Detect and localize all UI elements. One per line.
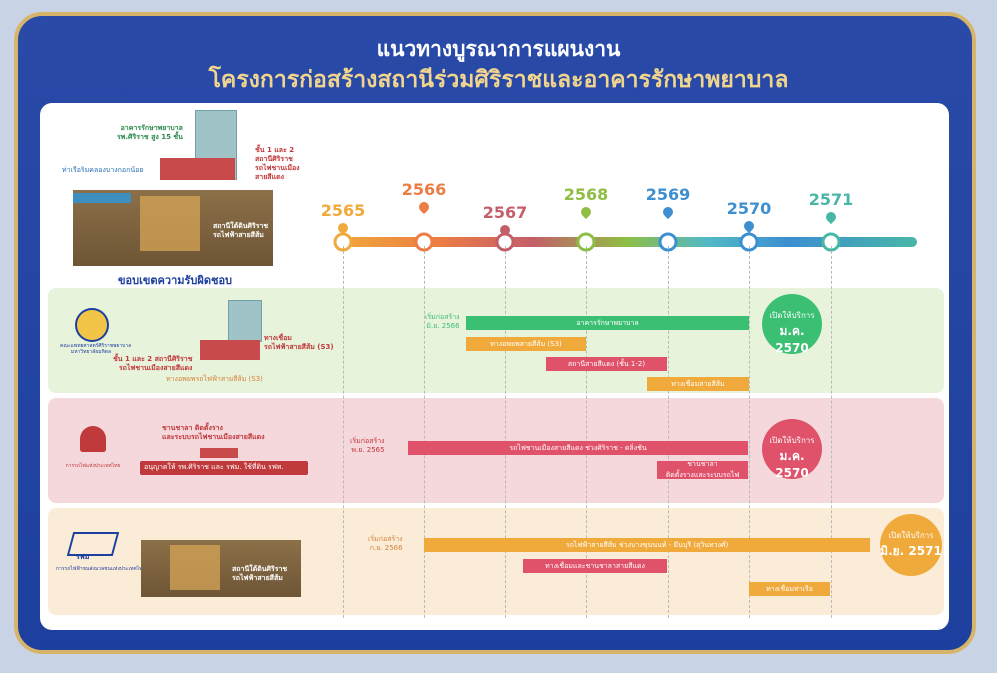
- mrta-org-name: การรถไฟฟ้าขนส่งมวลชนแห่งประเทศไทย: [56, 566, 146, 572]
- mrta-ground-section: [141, 540, 301, 597]
- siriraj-org-name: คณะแพทยศาสตร์ศิริราชพยาบาล มหาวิทยาลัยมห…: [60, 343, 132, 355]
- year-label-2569: 2569: [645, 185, 691, 204]
- page-title: แนวทางบูรณาการแผนงาน: [376, 37, 621, 61]
- open-label: เปิดให้บริการ: [769, 436, 815, 445]
- bar-label: สถานีสายสีแดง (ชั้น 1-2): [567, 359, 646, 368]
- bar-orange-evacuation: ทางอพยพสายสีส้ม (S3): [466, 337, 586, 351]
- mrta-open-badge: เปิดให้บริการ มิ.ย. 2571: [880, 514, 942, 576]
- srt-logo-icon: [80, 426, 106, 452]
- bar-label: ทางเชื่อมและชานชาลาสายสีแดง: [545, 561, 645, 570]
- year-gridline: [831, 246, 832, 618]
- srt-approval-label: อนุญาตให้ รพ.ศิริราช และ รฟม. ใช้ที่ดิน …: [144, 463, 284, 471]
- siriraj-station-icon: [200, 340, 260, 360]
- open-label: เปิดให้บริการ: [769, 311, 815, 320]
- year-gridline: [343, 246, 344, 618]
- page-subtitle: โครงการก่อสร้างสถานีร่วมศิริราชและอาคารร…: [208, 67, 789, 93]
- year-label-2567: 2567: [482, 203, 528, 222]
- hospital-label: อาคารรักษาพยาบาล รพ.ศิริราช สูง 15 ชั้น: [117, 124, 183, 141]
- bar-label: รถไฟชานเมืองสายสีแดง ช่วงศิริราช - ตลิ่ง…: [509, 443, 647, 452]
- siriraj-tunnel-label: ทางอพยพรถไฟฟ้าสายสีส้ม (S3): [166, 375, 263, 383]
- siriraj-connect-label: ทางเชื่อม รถไฟฟ้าสายสีส้ม (S3): [264, 334, 334, 351]
- year-gridline: [586, 246, 587, 618]
- scope-label: ขอบเขตความรับผิดชอบ: [118, 274, 233, 287]
- open-date: ม.ค. 2570: [775, 324, 809, 355]
- srt-org-name: การรถไฟแห่งประเทศไทย: [65, 463, 121, 469]
- timeline-bar: [335, 237, 917, 247]
- srt-approval-box: [140, 461, 308, 475]
- year-gridline: [749, 246, 750, 618]
- mrta-logo-text: รฟม: [76, 553, 90, 561]
- year-gridline: [505, 246, 506, 618]
- open-label: เปิดให้บริการ: [888, 531, 934, 540]
- pier-label: ท่าเรือริมคลองบางกอกน้อย: [62, 166, 144, 174]
- bar-label: ทางเชื่อมท่าเรือ: [766, 584, 813, 593]
- underground-label: สถานีใต้ดินศิริราช รถไฟฟ้าสายสีส้ม: [213, 222, 269, 239]
- siriraj-building-icon: [228, 300, 262, 342]
- srt-platform-label: ชานชาลา ติดตั้งราง และระบบรถไฟชานเมืองสา…: [162, 424, 265, 441]
- srt-open-badge: เปิดให้บริการ ม.ค. 2570: [762, 419, 822, 480]
- year-label-2571: 2571: [808, 190, 854, 209]
- open-date: มิ.ย. 2571: [880, 544, 942, 558]
- bar-label: ทางเชื่อมสายสีส้ม: [671, 379, 725, 388]
- year-gridline: [668, 246, 669, 618]
- year-label-2566: 2566: [401, 180, 447, 199]
- bar-red-station: สถานีสายสีแดง (ชั้น 1-2): [546, 357, 667, 371]
- siriraj-logo-icon: [75, 308, 109, 342]
- bar-label: ทางอพยพสายสีส้ม (S3): [490, 339, 562, 348]
- mrta-logo-icon: [66, 532, 120, 556]
- bar-red-connect: ทางเชื่อมและชานชาลาสายสีแดง: [523, 559, 667, 573]
- siriraj-floors-label: ชั้น 1 และ 2 สถานีศิริราช รถไฟชานเมืองสา…: [113, 355, 193, 372]
- srt-start-label: เริ่มก่อสร้าง พ.ย. 2565: [350, 437, 385, 454]
- mrta-start-label: เริ่มก่อสร้าง ก.ย. 2566: [368, 535, 403, 552]
- bar-label: รถไฟฟ้าสายสีส้ม ช่วงบางขุนนนท์ - มีนบุรี…: [565, 540, 729, 549]
- bar-label: ชานชาลา ติดตั้งรางและระบบรถไฟ: [665, 461, 740, 479]
- underground-station-icon: [140, 196, 200, 251]
- bar-orange-pier: ทางเชื่อมท่าเรือ: [749, 582, 830, 596]
- mrta-station-icon: [170, 545, 220, 590]
- bar-label: อาคารรักษาพยาบาล: [576, 318, 639, 327]
- bar-red-platform: ชานชาลา ติดตั้งรางและระบบรถไฟ: [657, 461, 748, 479]
- bar-orange-connect: ทางเชื่อมสายสีส้ม: [647, 377, 749, 391]
- mrta-underground-label: สถานีใต้ดินศิริราช รถไฟฟ้าสายสีส้ม: [232, 565, 288, 582]
- bar-hospital-building: อาคารรักษาพยาบาล: [466, 316, 749, 330]
- station-building-icon: [160, 158, 235, 180]
- bar-orange-line: รถไฟฟ้าสายสีส้ม ช่วงบางขุนนนท์ - มีนบุรี…: [424, 538, 870, 552]
- srt-platform-icon: [200, 448, 238, 458]
- year-gridline: [424, 246, 425, 618]
- year-label-2570: 2570: [726, 199, 772, 218]
- bar-red-suburban: รถไฟชานเมืองสายสีแดง ช่วงศิริราช - ตลิ่ง…: [408, 441, 748, 455]
- siriraj-open-badge: เปิดให้บริการ ม.ค. 2570: [762, 294, 822, 355]
- floors-label: ชั้น 1 และ 2 สถานีศิริราช รถไฟชานเมือง ส…: [255, 146, 300, 181]
- siriraj-start-label: เริ่มก่อสร้าง มิ.ย. 2566: [425, 313, 460, 330]
- year-label-2565: 2565: [320, 201, 366, 220]
- year-label-2568: 2568: [563, 185, 609, 204]
- open-date: ม.ค. 2570: [775, 449, 809, 480]
- canal-icon: [73, 193, 131, 203]
